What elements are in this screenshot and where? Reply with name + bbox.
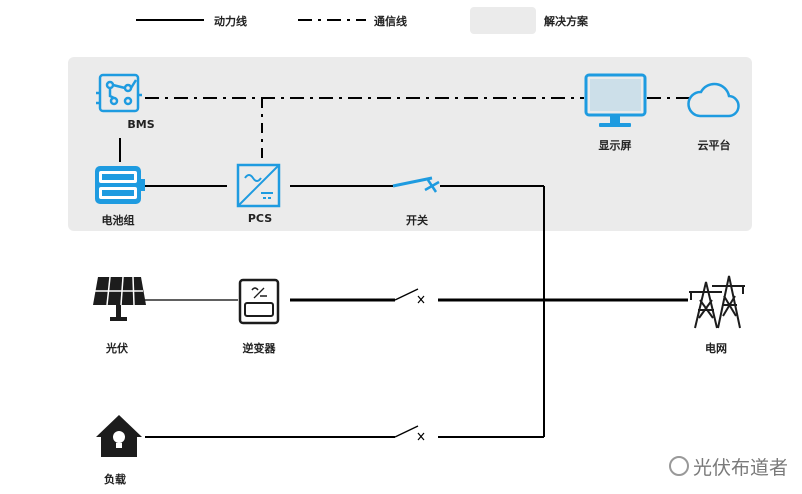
solar-panel-icon [93, 276, 146, 321]
battery-label: 电池组 [101, 214, 135, 227]
watermark-logo-icon [668, 456, 689, 476]
legend-power-line-label: 动力线 [214, 15, 247, 28]
solar-label: 光伏 [106, 342, 128, 355]
bms-label: BMS [127, 118, 155, 131]
watermark-text: 光伏布道者 [692, 457, 788, 479]
display-label: 显示屏 [598, 139, 632, 152]
switch-inverter-icon [394, 288, 425, 304]
house-icon [96, 415, 142, 457]
battery-icon [95, 166, 145, 204]
solution-area [68, 57, 752, 231]
cloud-icon [687, 82, 740, 118]
inverter-icon [238, 278, 280, 325]
watermark: 光伏布道者 [668, 453, 788, 480]
legend-comm-line-label: 通信线 [374, 15, 407, 28]
switch-load-icon [394, 425, 425, 441]
switch-solution-icon [392, 176, 440, 193]
switch-label: 开关 [406, 214, 428, 227]
grid-label: 电网 [705, 342, 727, 355]
pcs-icon [236, 163, 281, 208]
grid-tower-icon [689, 275, 745, 329]
display-icon [584, 73, 647, 127]
pcs-label: PCS [247, 212, 273, 225]
load-label: 负载 [104, 473, 126, 486]
cloud-label: 云平台 [697, 139, 731, 152]
bms-icon [96, 73, 142, 113]
legend-solution-swatch [470, 7, 536, 34]
legend-solution-label: 解决方案 [544, 15, 588, 28]
inverter-label: 逆变器 [242, 342, 276, 355]
